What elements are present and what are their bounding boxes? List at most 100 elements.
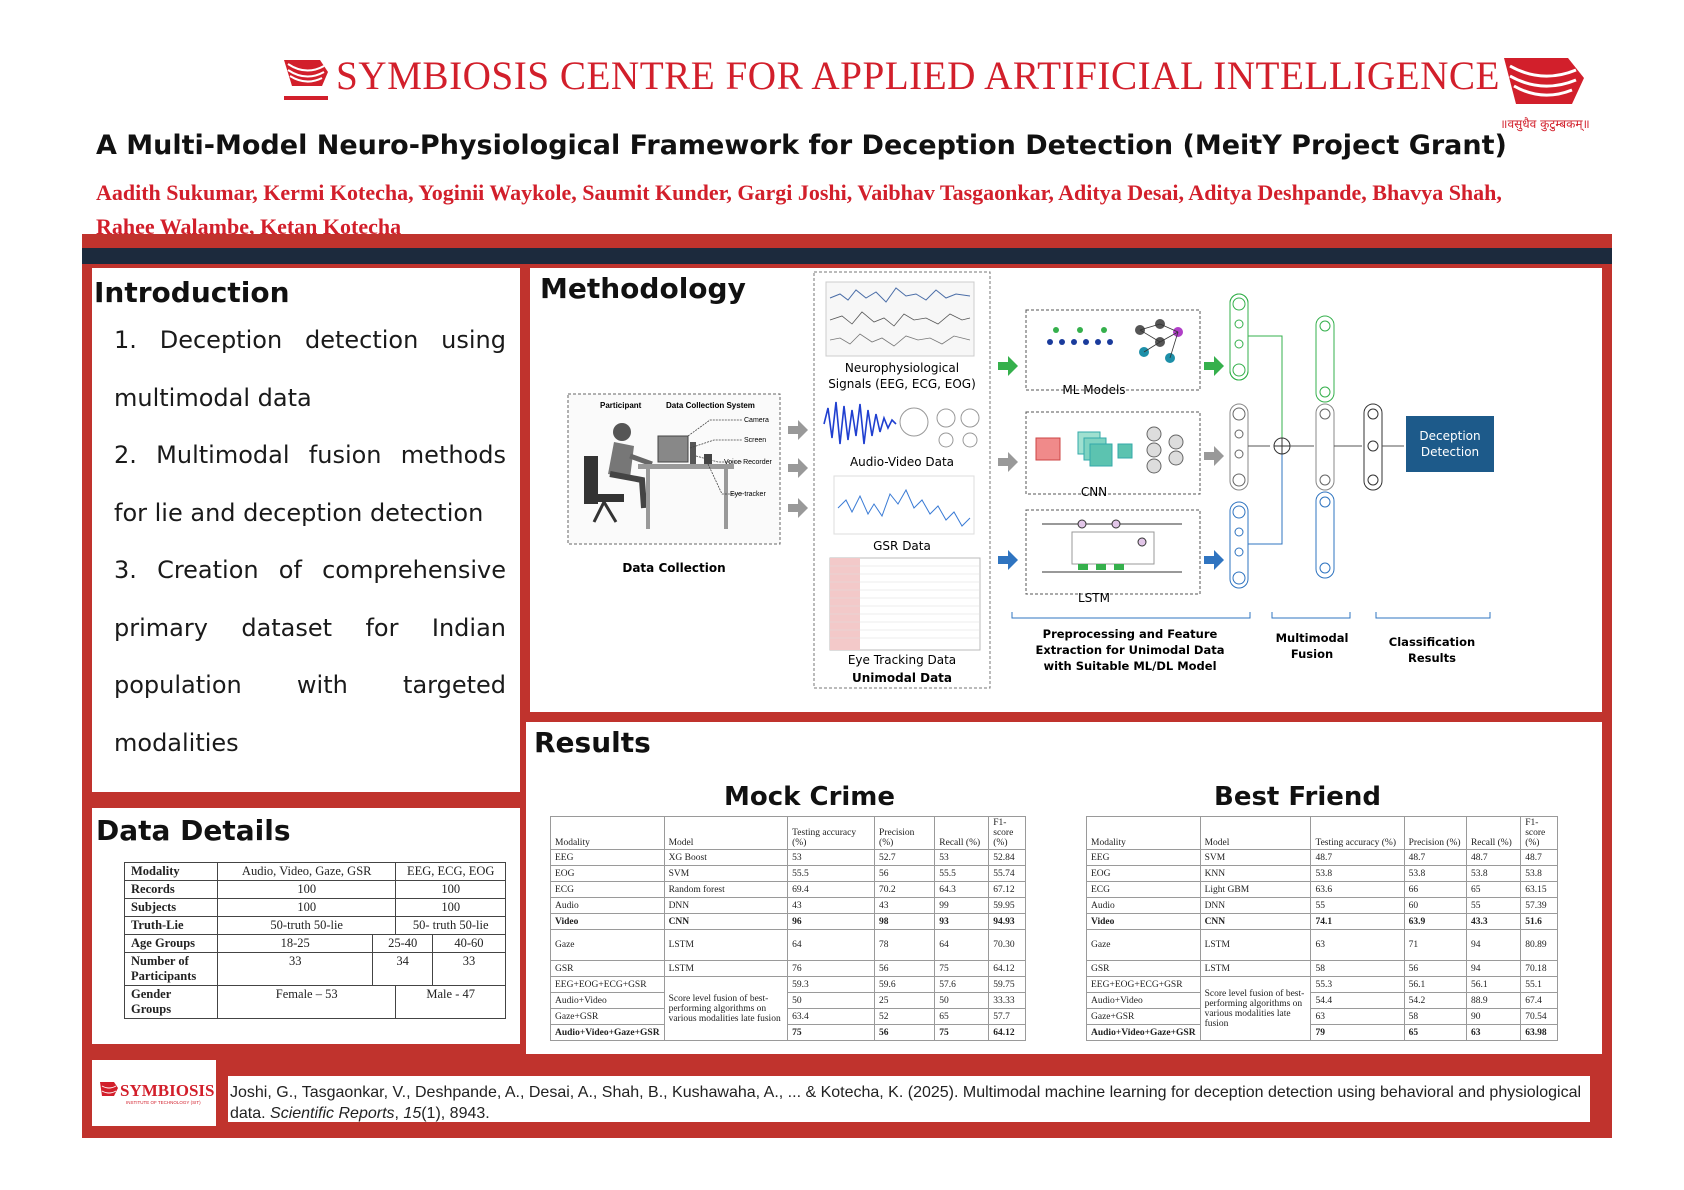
citation-issue-pages: (1), 8943. bbox=[421, 1105, 490, 1122]
sit-logo-panel: SYMBIOSIS INSTITUTE OF TECHNOLOGY (SIT) bbox=[92, 1060, 216, 1126]
cnn-layers-icon bbox=[1035, 426, 1184, 474]
table-cell: 64 bbox=[934, 929, 990, 961]
table-cell: 57.39 bbox=[1520, 897, 1558, 914]
table-cell: EOG bbox=[550, 865, 665, 882]
table-cell: 56 bbox=[874, 960, 936, 977]
table-cell: 75 bbox=[787, 1024, 876, 1041]
fusion-columns bbox=[1315, 315, 1335, 579]
dd-row: Age Groups 18-25 25-40 40-60 bbox=[124, 934, 507, 953]
intro-line: 3. Creation of comprehensive bbox=[114, 556, 506, 584]
table-cell: EEG+EOG+ECG+GSR bbox=[550, 976, 665, 993]
ml-network-icon bbox=[1047, 319, 1183, 363]
fusion-caption-1: Multimodal bbox=[1276, 631, 1349, 645]
table-cell: 63.15 bbox=[1520, 881, 1558, 898]
table-cell: CNN bbox=[663, 913, 789, 930]
table-cell: 76 bbox=[787, 960, 876, 977]
best-friend-title: Best Friend bbox=[1214, 782, 1381, 812]
eye-tracker-label: Eye-tracker bbox=[730, 491, 766, 498]
sit-logo: SYMBIOSIS INSTITUTE OF TECHNOLOGY (SIT) bbox=[100, 1081, 214, 1105]
voice-recorder-label: Voice Recorder bbox=[724, 459, 773, 466]
preprocess-caption-2: Extraction for Unimodal Data bbox=[1036, 643, 1225, 657]
neuro-signal-plot bbox=[825, 281, 975, 357]
table-cell: 94 bbox=[1465, 929, 1522, 961]
table-cell: Audio bbox=[1086, 897, 1201, 914]
table-cell: 63.6 bbox=[1310, 881, 1405, 898]
symbiosis-globe-logo bbox=[282, 54, 330, 106]
table-cell: 53 bbox=[787, 849, 876, 866]
table-cell: Light GBM bbox=[1199, 881, 1312, 898]
table-cell: 51.6 bbox=[1520, 913, 1558, 930]
table-cell: 64.3 bbox=[934, 881, 990, 898]
mock-crime-table: Modality Model Testing accuracy (%) Prec… bbox=[550, 816, 1026, 1041]
audio-video-label: Audio-Video Data bbox=[850, 455, 954, 469]
table-cell: 53.8 bbox=[1403, 865, 1467, 882]
dd-row: Gender Groups Female – 53 Male - 47 bbox=[124, 985, 506, 1019]
table-cell: Audio+Video bbox=[1086, 992, 1201, 1009]
motto-text: ॥वसुधैव कुटुम्बकम्॥ bbox=[1500, 117, 1589, 132]
table-cell: 48.7 bbox=[1465, 849, 1522, 866]
table-cell: 63.4 bbox=[787, 1008, 876, 1025]
table-cell: 55 bbox=[1465, 897, 1522, 914]
table-cell: 59.75 bbox=[988, 976, 1026, 993]
neuro-label-line2: Signals (EEG, ECG, EOG) bbox=[828, 377, 976, 391]
neuro-label-line1: Neurophysiological bbox=[845, 361, 959, 375]
table-cell: 70.54 bbox=[1520, 1008, 1558, 1025]
table-cell: 67.12 bbox=[988, 881, 1026, 898]
unimodal-caption: Unimodal Data bbox=[852, 671, 952, 685]
table-cell: 64 bbox=[787, 929, 876, 961]
dd-row: Truth-Lie 50-truth 50-lie 50- truth 50-l… bbox=[124, 916, 506, 935]
introduction-panel: Introduction 1. Deception detection usin… bbox=[92, 268, 520, 792]
sit-logo-subtext: INSTITUTE OF TECHNOLOGY (SIT) bbox=[126, 1100, 201, 1105]
table-cell: 75 bbox=[934, 1024, 990, 1041]
feature-vector-columns bbox=[1229, 293, 1249, 589]
classifier-column bbox=[1363, 403, 1383, 491]
table-cell: ECG bbox=[1086, 881, 1201, 898]
eye-tracking-label: Eye Tracking Data bbox=[848, 653, 956, 667]
table-cell: 80.89 bbox=[1520, 929, 1558, 961]
table-cell: EEG bbox=[550, 849, 665, 866]
table-cell: DNN bbox=[663, 897, 789, 914]
table-cell: 70.30 bbox=[988, 929, 1026, 961]
table-cell: 48.7 bbox=[1403, 849, 1467, 866]
table-cell: 25 bbox=[874, 992, 936, 1009]
table-cell: 53.8 bbox=[1520, 865, 1558, 882]
lstm-box bbox=[1025, 509, 1201, 595]
table-cell: 53.8 bbox=[1310, 865, 1405, 882]
table-cell: 55.3 bbox=[1310, 976, 1405, 993]
intro-line: multimodal data bbox=[114, 383, 312, 412]
table-cell: 55.5 bbox=[787, 865, 876, 882]
table-cell: 59.6 bbox=[874, 976, 936, 993]
methodology-heading: Methodology bbox=[540, 272, 746, 305]
table-cell: 50 bbox=[787, 992, 876, 1009]
lstm-label: LSTM bbox=[1078, 591, 1110, 605]
data-details-heading: Data Details bbox=[96, 814, 291, 847]
methodology-panel: Methodology Participant Data Collection … bbox=[530, 268, 1602, 712]
results-panel: Results Mock Crime Modality Model Testin… bbox=[526, 722, 1602, 1054]
symbiosis-globe-logo-right: ॥वसुधैव कुटुम्बकम्॥ bbox=[1498, 54, 1592, 134]
preprocess-caption-3: with Suitable ML/DL Model bbox=[1043, 659, 1216, 673]
table-cell: 55.1 bbox=[1520, 976, 1558, 993]
table-cell: 63 bbox=[1310, 1008, 1405, 1025]
methodology-diagram: Participant Data Collection System Camer… bbox=[567, 271, 1494, 689]
table-cell: 63.9 bbox=[1403, 913, 1467, 930]
table-cell: 33.33 bbox=[988, 992, 1026, 1009]
table-cell: 52.7 bbox=[874, 849, 936, 866]
table-cell: 63 bbox=[1310, 929, 1405, 961]
table-cell: Gaze+GSR bbox=[1086, 1008, 1201, 1025]
data-details-table: Modality Audio, Video, Gaze, GSR EEG, EC… bbox=[124, 862, 507, 1019]
output-label-line1: Deception bbox=[1419, 429, 1480, 443]
table-cell: 59.95 bbox=[988, 897, 1026, 914]
table-cell: 58 bbox=[1310, 960, 1405, 977]
table-cell: KNN bbox=[1199, 865, 1312, 882]
table-cell: 57.6 bbox=[934, 976, 990, 993]
table-cell: 43 bbox=[874, 897, 936, 914]
